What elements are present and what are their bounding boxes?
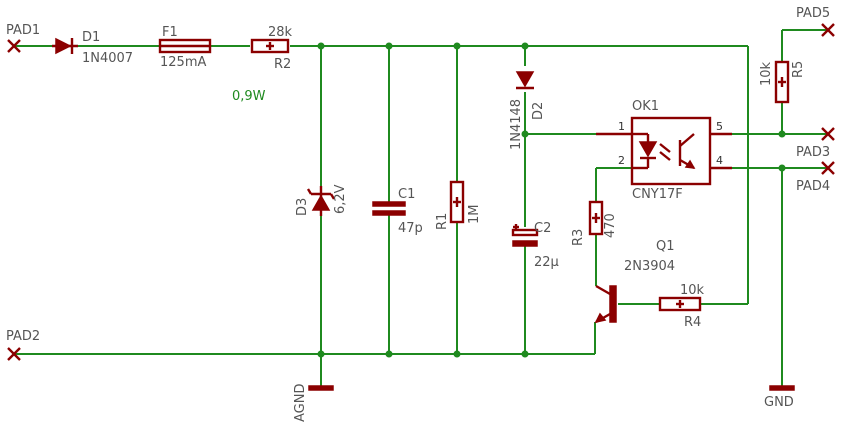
r2-value: 28k [268, 25, 293, 40]
pad1-label: PAD1 [6, 23, 40, 38]
d1-name: D1 [82, 30, 100, 45]
pad2-label: PAD2 [6, 329, 40, 344]
pad3-marker [821, 127, 835, 141]
pad4-label: PAD4 [796, 179, 830, 194]
r5-value: 10k [759, 61, 774, 86]
r1-name: R1 [435, 213, 450, 230]
junction [453, 350, 461, 358]
ok1-optocoupler-symbol [596, 116, 732, 186]
d1-value: 1N4007 [82, 51, 133, 66]
wires [14, 29, 828, 386]
c1-capacitor-symbol [372, 201, 406, 216]
c2-capacitor-symbol [511, 224, 539, 247]
r4-resistor-symbol [658, 296, 702, 312]
junction [317, 350, 325, 358]
d3-name: D3 [295, 198, 310, 216]
r1-resistor-symbol [449, 180, 465, 224]
junction [385, 42, 393, 50]
f1-name: F1 [162, 25, 178, 40]
d1-diode-symbol [52, 37, 78, 55]
c2-name: C2 [534, 221, 551, 236]
ok1-pin-5: 5 [716, 120, 723, 133]
pad3-label: PAD3 [796, 145, 830, 160]
c1-name: C1 [398, 187, 415, 202]
d2-value: 1N4148 [509, 99, 524, 150]
junction [317, 42, 325, 50]
c2-value: 22µ [534, 255, 559, 270]
junction [778, 130, 786, 138]
pad5-label: PAD5 [796, 6, 830, 21]
d3-zener-symbol [306, 186, 336, 216]
c1-value: 47p [398, 221, 423, 236]
pad1-marker [7, 39, 21, 53]
r3-value: 470 [603, 213, 618, 238]
ok1-pin-4: 4 [716, 154, 723, 167]
r2-resistor-symbol [250, 38, 290, 54]
gnd-ground-symbol [769, 385, 795, 391]
r2-name: R2 [274, 57, 291, 72]
r2-power-note: 0,9W [232, 89, 266, 104]
r4-name: R4 [684, 315, 701, 330]
junction [453, 42, 461, 50]
f1-value: 125mA [160, 55, 206, 70]
r5-name: R5 [791, 61, 806, 78]
pad5-marker [821, 23, 835, 37]
r3-name: R3 [571, 229, 586, 246]
ok1-pin-2: 2 [618, 154, 625, 167]
f1-fuse-symbol [158, 38, 212, 54]
pad2-marker [7, 347, 21, 361]
ok1-name: OK1 [632, 99, 659, 114]
ok1-pin-1: 1 [618, 120, 625, 133]
pad4-marker [821, 161, 835, 175]
q1-name: Q1 [656, 239, 675, 254]
q1-value: 2N3904 [624, 259, 675, 274]
junction [521, 130, 529, 138]
gnd-label: GND [764, 395, 794, 410]
ok1-value: CNY17F [632, 187, 683, 202]
r1-value: 1M [467, 205, 482, 225]
d2-diode-symbol [515, 71, 535, 90]
junction [778, 164, 786, 172]
d2-name: D2 [531, 102, 546, 120]
d3-value: 6,2V [333, 184, 348, 214]
r3-resistor-symbol [588, 200, 604, 236]
r5-resistor-symbol [774, 60, 790, 104]
junction [521, 350, 529, 358]
agnd-ground-symbol [308, 385, 334, 391]
agnd-label: AGND [293, 384, 308, 422]
junction [521, 42, 529, 50]
q1-transistor-symbol [594, 284, 617, 324]
r4-value: 10k [680, 283, 705, 298]
junctions [317, 42, 786, 358]
junction [385, 350, 393, 358]
